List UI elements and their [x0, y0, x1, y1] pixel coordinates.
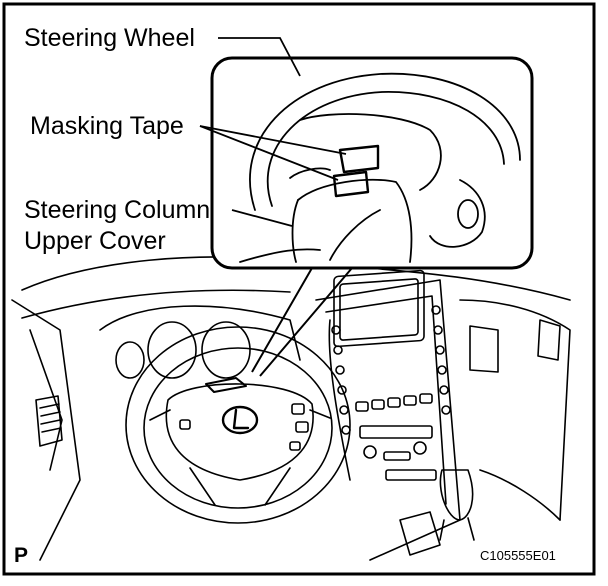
instrument-hood — [99, 305, 301, 361]
gear-shifter — [399, 469, 475, 556]
label-steering-wheel: Steering Wheel — [24, 24, 195, 52]
leader-masking-tape-b — [199, 125, 339, 181]
right-air-vent — [469, 325, 499, 373]
callout-box — [210, 56, 534, 270]
callout-steering-column — [297, 178, 413, 263]
left-air-vent — [35, 395, 63, 447]
masking-tape-small — [205, 377, 247, 393]
label-steering-column-line1: Steering Column — [24, 196, 211, 224]
label-leaders — [199, 37, 347, 227]
center-console — [315, 269, 461, 561]
callout-steering-wheel-rim — [249, 72, 521, 211]
leader-steering-wheel — [218, 37, 301, 77]
callout-detail — [239, 72, 521, 263]
masking-tape-lower — [332, 170, 370, 198]
leader-masking-tape-a — [199, 125, 347, 155]
dashboard-scene — [11, 256, 571, 561]
steering-wheel-main — [125, 326, 351, 524]
navigation-screen — [333, 269, 425, 348]
corner-mark: P — [14, 544, 29, 567]
leader-steering-column — [231, 209, 293, 227]
figure-code: C105555E01 — [480, 548, 556, 563]
lexus-emblem-icon — [221, 405, 259, 435]
figure-frame — [2, 2, 596, 576]
label-steering-column-line2: Upper Cover — [24, 227, 166, 255]
label-masking-tape: Masking Tape — [30, 112, 184, 140]
masking-tape-upper — [338, 144, 380, 174]
callout-leader — [251, 267, 353, 377]
